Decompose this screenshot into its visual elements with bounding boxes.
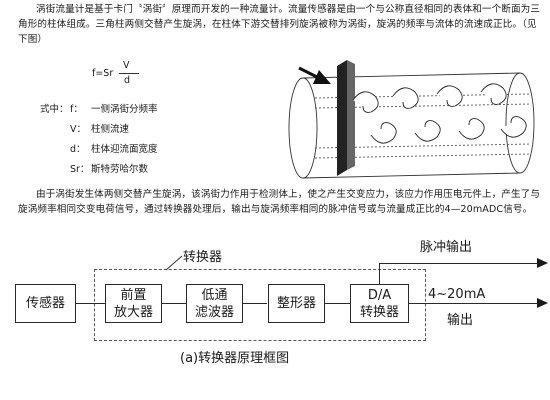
- pulse-branch-line: [379, 263, 380, 284]
- current-range-label: 4~20mA: [428, 287, 486, 302]
- legend-description: 柱体迎流面宽度: [91, 144, 158, 155]
- sensor-block: 传感器: [15, 284, 76, 323]
- connector-sensor-preamp: [75, 303, 105, 304]
- vortex: [436, 85, 463, 107]
- vortex: [352, 91, 379, 113]
- vortex: [414, 120, 441, 142]
- legend-symbol: f：: [70, 104, 83, 115]
- flow-direction-arrow: [298, 66, 331, 84]
- vortex: [480, 83, 507, 105]
- connector-filter-shaper: [242, 303, 267, 304]
- connector-preamp-filter: [161, 303, 186, 304]
- bluff-body-face: [337, 60, 347, 176]
- vortex-street-illustration: [288, 60, 535, 179]
- current-output-line: [408, 303, 540, 304]
- legend-symbol: Sr：: [70, 164, 90, 175]
- pulse-output-arrowhead: [537, 258, 548, 268]
- vortex: [370, 122, 397, 144]
- pulse-output-label: 脉冲输出: [420, 240, 473, 255]
- legend-description: 斯特劳哈尔数: [91, 164, 149, 175]
- formula-denominator: d: [124, 75, 131, 86]
- da-converter-block: D/A 转换器: [350, 284, 409, 323]
- diagram-caption: (a)转换器原理框图: [180, 351, 290, 366]
- intro-paragraph: 涡街流量计是基于卡门〝涡街〞原理而开发的一种流量计。流量传感器是由一个与公称直径…: [18, 4, 541, 45]
- pulse-output-line: [379, 263, 540, 264]
- vortex: [392, 87, 419, 109]
- bluff-body-side: [347, 60, 355, 170]
- vortex: [500, 116, 527, 138]
- vortex: [458, 118, 485, 140]
- pipe-bottom-edge: [302, 172, 521, 179]
- output-label: 输出: [447, 313, 474, 328]
- legend-description: 一侧涡街分频率: [91, 104, 158, 115]
- legend-prefix: 式中：: [40, 104, 69, 115]
- principle-paragraph: 由于涡街发生体两侧交替产生旋涡，该涡街力作用于检测体上，使之产生交变应力，该应力…: [18, 189, 541, 215]
- current-output-arrowhead: [537, 298, 548, 308]
- connector-shaper-da: [324, 303, 350, 304]
- legend-description: 柱侧流速: [91, 124, 130, 135]
- shaper-block: 整形器: [268, 284, 325, 323]
- legend-row: 式中： f： 一侧涡街分频率: [40, 101, 158, 115]
- formula-numerator: V: [123, 60, 130, 71]
- lowpass-filter-block: 低通 滤波器: [186, 284, 243, 323]
- converter-boundary: [94, 269, 426, 341]
- legend-symbol: V：: [70, 124, 86, 135]
- converter-label: 转换器: [183, 250, 223, 265]
- legend-symbol: d：: [70, 144, 86, 155]
- preamplifier-block: 前置 放大器: [105, 284, 162, 323]
- fraction-bar: [119, 73, 139, 74]
- frequency-formula: f=Sr V d: [92, 60, 152, 88]
- bluff-body: [337, 60, 355, 176]
- formula-lhs: f=Sr: [92, 68, 114, 79]
- vortex-street: [352, 83, 527, 144]
